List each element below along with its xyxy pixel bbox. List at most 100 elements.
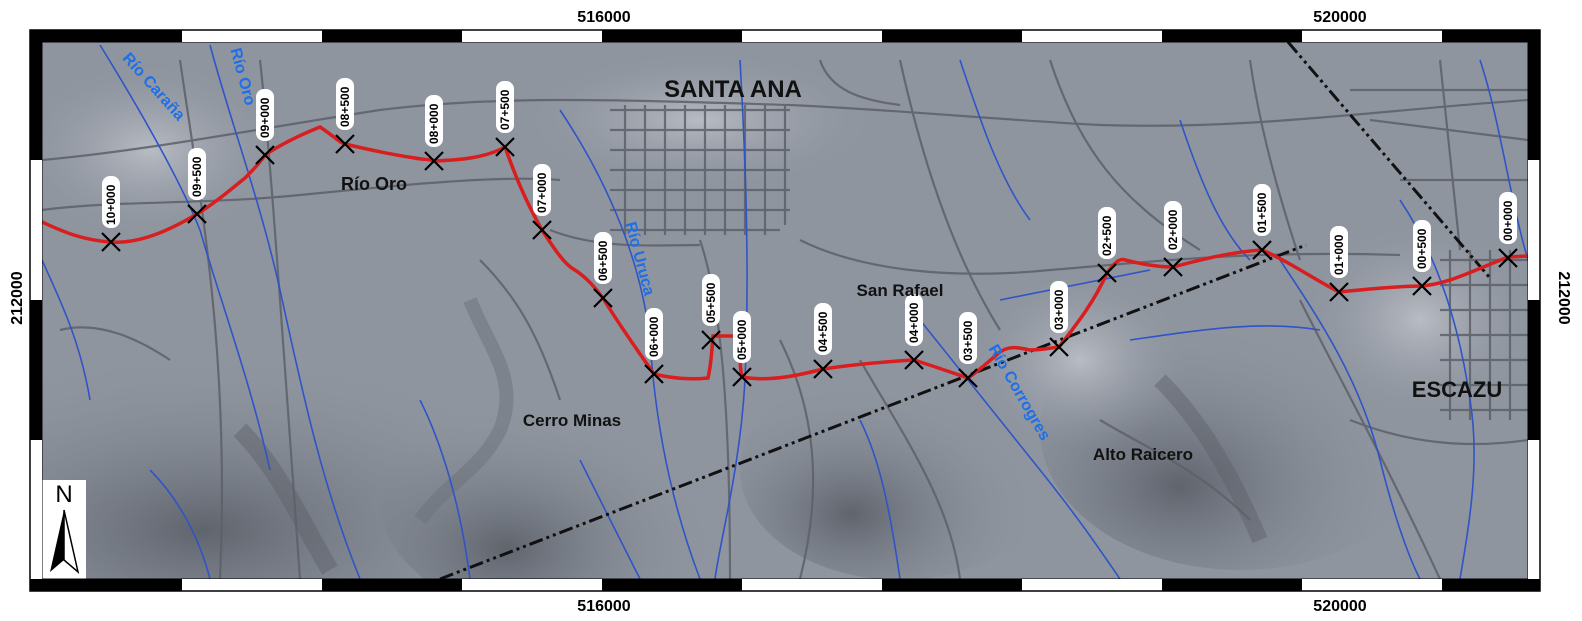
station-05+000: 05+000 bbox=[732, 311, 752, 387]
station-00+000: 00+000 bbox=[1498, 192, 1518, 268]
place-label-rio-oro: Río Oro bbox=[341, 174, 407, 194]
station-label: 00+000 bbox=[1501, 200, 1515, 241]
station-marker-icon bbox=[1498, 248, 1518, 268]
station-label-background bbox=[1330, 226, 1348, 278]
station-marker-icon bbox=[701, 330, 721, 350]
station-03+500: 03+500 bbox=[958, 312, 978, 388]
station-label-background bbox=[1050, 281, 1068, 333]
station-marker-icon bbox=[644, 364, 664, 384]
stream-network bbox=[42, 44, 1528, 579]
station-marker-icon bbox=[532, 220, 552, 240]
station-label: 05+500 bbox=[704, 282, 718, 323]
station-label: 06+500 bbox=[596, 240, 610, 281]
station-10+000: 10+000 bbox=[101, 176, 121, 252]
coord-label-left-212000: 212000 bbox=[9, 271, 26, 324]
station-markers: 10+000 09+500 09+000 08+500 08+000 07+500 07+0… bbox=[101, 78, 1518, 388]
station-label-background bbox=[256, 89, 274, 141]
station-label: 07+000 bbox=[535, 172, 549, 213]
station-label: 00+500 bbox=[1415, 228, 1429, 269]
station-marker-icon bbox=[335, 134, 355, 154]
coord-label-top-516000: 516000 bbox=[577, 9, 630, 26]
station-02+000: 02+000 bbox=[1163, 201, 1183, 277]
station-marker-icon bbox=[958, 368, 978, 388]
station-label: 03+500 bbox=[961, 320, 975, 361]
place-label-san-rafael: San Rafael bbox=[857, 281, 944, 300]
station-08+000: 08+000 bbox=[424, 95, 444, 171]
station-label-background bbox=[1499, 192, 1517, 244]
station-marker-icon bbox=[1163, 257, 1183, 277]
coord-label-right-212000: 212000 bbox=[1555, 271, 1572, 324]
station-label-background bbox=[1253, 184, 1271, 236]
station-08+500: 08+500 bbox=[335, 78, 355, 154]
station-label-background bbox=[102, 176, 120, 228]
coord-label-bottom-520000: 520000 bbox=[1313, 598, 1366, 615]
station-label: 04+000 bbox=[907, 302, 921, 343]
station-label: 05+000 bbox=[735, 319, 749, 360]
station-label-background bbox=[496, 81, 514, 133]
coord-label-top-520000: 520000 bbox=[1313, 9, 1366, 26]
station-marker-icon bbox=[1097, 263, 1117, 283]
station-label-background bbox=[1413, 220, 1431, 272]
station-label-background bbox=[814, 303, 832, 355]
station-label-background bbox=[1164, 201, 1182, 253]
station-09+000: 09+000 bbox=[255, 89, 275, 165]
station-05+500: 05+500 bbox=[701, 274, 721, 350]
boundary-line-northeast bbox=[1286, 41, 1492, 279]
station-02+500: 02+500 bbox=[1097, 207, 1117, 283]
station-label-background bbox=[533, 164, 551, 216]
place-label-santa-ana: SANTA ANA bbox=[664, 76, 802, 103]
station-06+500: 06+500 bbox=[593, 232, 613, 308]
station-marker-icon bbox=[101, 232, 121, 252]
station-marker-icon bbox=[813, 359, 833, 379]
station-label-background bbox=[188, 148, 206, 200]
place-label-escazu: ESCAZU bbox=[1412, 377, 1502, 402]
station-label: 02+000 bbox=[1166, 209, 1180, 250]
station-label: 08+000 bbox=[427, 103, 441, 144]
place-label-cerro-minas: Cerro Minas bbox=[523, 411, 621, 430]
station-07+500: 07+500 bbox=[495, 81, 515, 157]
map-frame bbox=[29, 29, 1541, 592]
station-marker-icon bbox=[255, 145, 275, 165]
station-00+500: 00+500 bbox=[1412, 220, 1432, 296]
station-label: 09+000 bbox=[258, 97, 272, 138]
north-arrow: N bbox=[42, 480, 86, 579]
station-04+000: 04+000 bbox=[904, 294, 924, 370]
station-06+000: 06+000 bbox=[644, 308, 664, 384]
coord-label-bottom-516000: 516000 bbox=[577, 598, 630, 615]
station-marker-icon bbox=[593, 288, 613, 308]
station-label: 03+000 bbox=[1052, 289, 1066, 330]
station-label: 08+500 bbox=[338, 86, 352, 127]
station-label-background bbox=[1098, 207, 1116, 259]
station-marker-icon bbox=[732, 367, 752, 387]
station-marker-icon bbox=[1049, 337, 1069, 357]
boundary-line-southwest bbox=[439, 243, 1307, 581]
station-label-background bbox=[733, 311, 751, 363]
station-label: 01+500 bbox=[1255, 192, 1269, 233]
station-marker-icon bbox=[495, 137, 515, 157]
station-label-background bbox=[702, 274, 720, 326]
station-marker-icon bbox=[904, 350, 924, 370]
north-arrow-label: N bbox=[55, 481, 72, 508]
station-label: 09+500 bbox=[190, 156, 204, 197]
station-04+500: 04+500 bbox=[813, 303, 833, 379]
station-label: 04+500 bbox=[816, 311, 830, 352]
station-label-background bbox=[905, 294, 923, 346]
station-marker-icon bbox=[1252, 240, 1272, 260]
station-marker-icon bbox=[1412, 276, 1432, 296]
station-03+000: 03+000 bbox=[1049, 281, 1069, 357]
station-07+000: 07+000 bbox=[532, 164, 552, 240]
station-marker-icon bbox=[1329, 282, 1349, 302]
station-label: 07+500 bbox=[498, 89, 512, 130]
station-label-background bbox=[959, 312, 977, 364]
station-marker-icon bbox=[187, 204, 207, 224]
station-01+500: 01+500 bbox=[1252, 184, 1272, 260]
station-label-background bbox=[336, 78, 354, 130]
station-label: 02+500 bbox=[1100, 215, 1114, 256]
station-01+000: 01+000 bbox=[1329, 226, 1349, 302]
station-label-background bbox=[594, 232, 612, 284]
station-label: 06+000 bbox=[647, 316, 661, 357]
station-label: 01+000 bbox=[1332, 234, 1346, 275]
place-label-alto-raicero: Alto Raicero bbox=[1093, 445, 1193, 464]
station-label-background bbox=[645, 308, 663, 360]
